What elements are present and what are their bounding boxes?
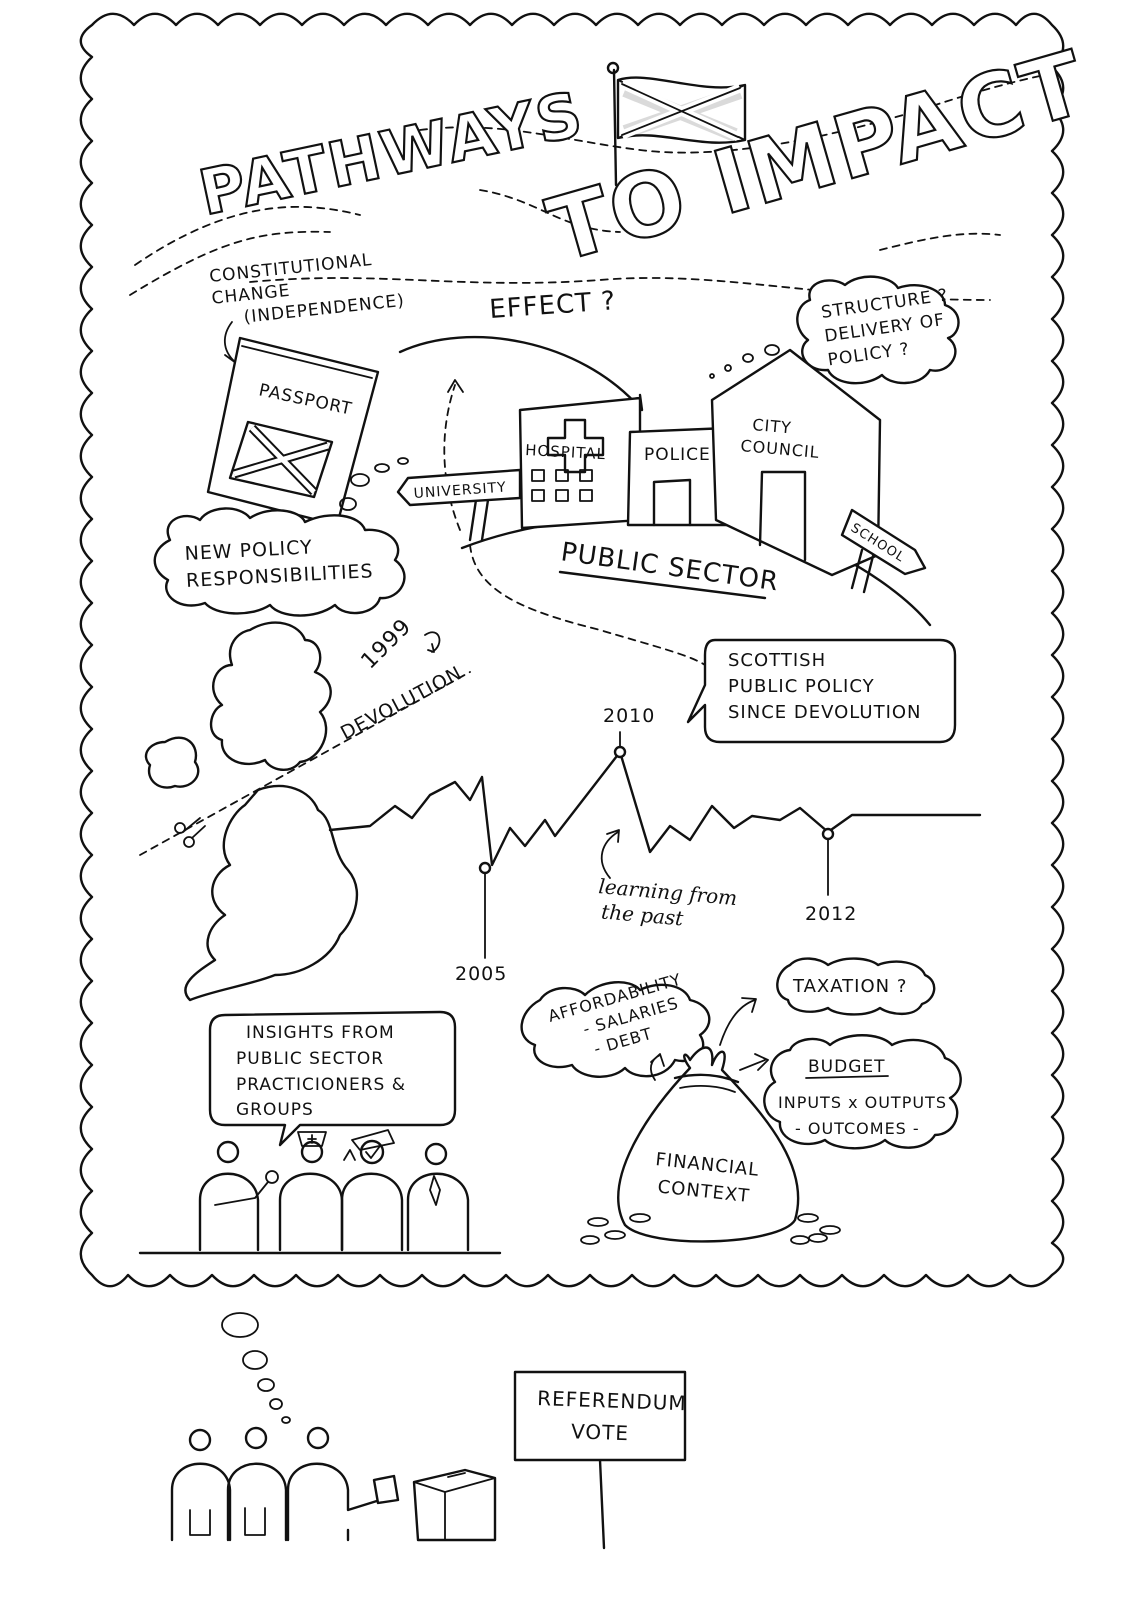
devolution-label: DEVOLUTION (337, 662, 466, 744)
budget-line2: INPUTS x OUTPUTS (778, 1093, 947, 1112)
insights-line2: PUBLIC SECTOR (236, 1049, 384, 1069)
effect-arrow (398, 335, 644, 412)
insights-line1: INSIGHTS FROM (246, 1023, 395, 1043)
taxation-label: TAXATION ? (792, 976, 907, 997)
taxation-bubble (776, 957, 936, 1016)
year-2012: 2012 (805, 903, 857, 925)
structure-thought-dots (709, 344, 780, 379)
scottish-line3: SINCE DEVOLUTION (728, 702, 922, 723)
voter-thought-dots (221, 1312, 291, 1424)
university-label: UNIVERSITY (413, 480, 507, 502)
cloud-frame (79, 12, 1065, 1288)
public-sector-people-icon (138, 1129, 502, 1255)
effect-label: EFFECT ? (488, 286, 617, 325)
timeline-marker-2010 (613, 745, 627, 759)
public-sector-underline (558, 570, 767, 600)
title-to-impact: TO IMPACT (537, 31, 1097, 282)
hospital-label: HOSPITAL (525, 441, 607, 463)
police-label: POLICE (644, 445, 711, 465)
constitutional-line1: CONSTITUTIONAL (208, 250, 373, 287)
scottish-line2: PUBLIC POLICY (728, 676, 875, 697)
timeline-marker-2005 (478, 861, 492, 875)
referendum-sign (513, 1370, 687, 1550)
ballot-box-icon (412, 1468, 497, 1542)
city-label: CITY (752, 415, 793, 437)
public-sector-label: PUBLIC SECTOR (559, 537, 781, 597)
title-pathways: PATHWAYS (193, 77, 590, 230)
devolution-year: 1999 (357, 614, 417, 674)
uk-map-icon (139, 621, 471, 1002)
insights-box (208, 1010, 457, 1147)
budget-line3: - OUTCOMES - (795, 1119, 920, 1138)
policy-timeline-line (328, 750, 982, 867)
scottish-policy-box (686, 638, 957, 744)
new-policy-bubble (153, 507, 406, 617)
year-2005: 2005 (455, 963, 507, 985)
insights-line4: GROUPS (236, 1100, 314, 1120)
scissors-icon (174, 817, 206, 848)
public-sector-illustration (396, 348, 932, 627)
scottish-line1: SCOTTISH (728, 650, 826, 671)
budget-title: BUDGET (808, 1057, 886, 1077)
voters-icon (170, 1426, 400, 1542)
budget-bubble (763, 1034, 962, 1150)
insights-line3: PRACTICIONERS & (236, 1075, 406, 1095)
money-bag-icon (580, 997, 841, 1245)
timeline-marker-2012 (821, 827, 835, 841)
referendum-line1: REFERENDUM (537, 1386, 687, 1415)
thought-dots (339, 457, 409, 511)
passport-icon: PASSPORT (206, 336, 380, 527)
scottish-flag-icon (606, 61, 747, 187)
budget-underline (805, 1075, 889, 1079)
referendum-line2: VOTE (571, 1419, 630, 1445)
year-2010: 2010 (603, 705, 655, 727)
